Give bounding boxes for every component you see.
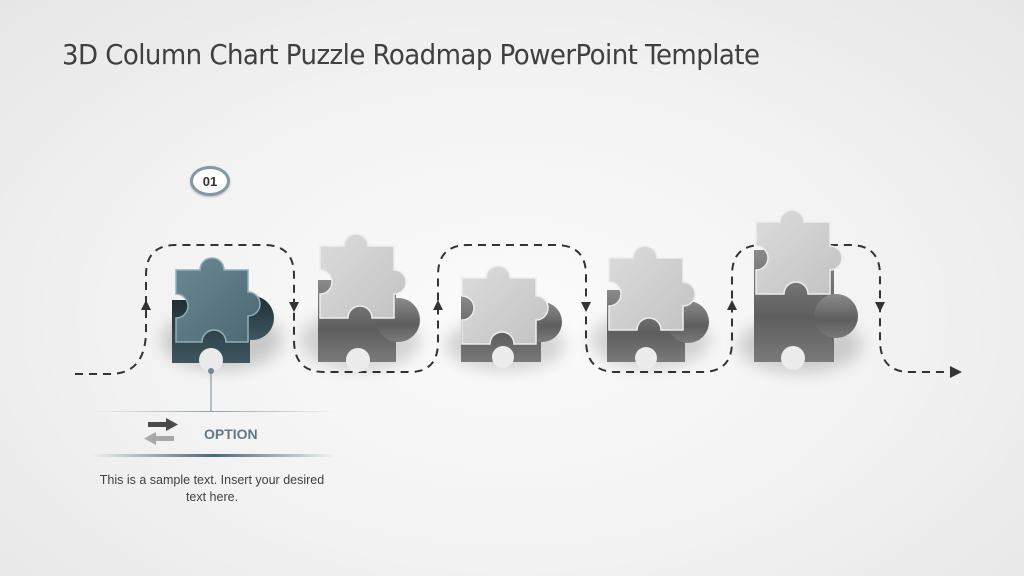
end-arrow-icon bbox=[950, 366, 962, 378]
puzzle-piece-4[interactable] bbox=[590, 245, 710, 369]
down-arrow-icon bbox=[875, 302, 885, 312]
down-arrow-icon bbox=[289, 302, 299, 312]
up-arrow-icon bbox=[433, 300, 443, 310]
option-description: This is a sample text. Insert your desir… bbox=[99, 473, 325, 504]
slide-title: 3D Column Chart Puzzle Roadmap PowerPoin… bbox=[62, 38, 760, 71]
puzzle-piece-2[interactable] bbox=[300, 233, 420, 372]
puzzle-piece-1[interactable] bbox=[162, 257, 282, 372]
divider-top bbox=[92, 411, 336, 412]
down-arrow-icon bbox=[581, 302, 591, 312]
up-arrow-icon bbox=[141, 300, 151, 310]
option-label: OPTION bbox=[204, 426, 258, 442]
puzzle-piece-3[interactable] bbox=[445, 265, 565, 371]
puzzle-piece-5[interactable] bbox=[738, 209, 862, 373]
divider-bottom bbox=[92, 454, 336, 457]
up-arrow-icon bbox=[727, 300, 737, 310]
swap-arrows-icon bbox=[144, 418, 178, 445]
step-number-badge: 01 bbox=[190, 166, 230, 196]
